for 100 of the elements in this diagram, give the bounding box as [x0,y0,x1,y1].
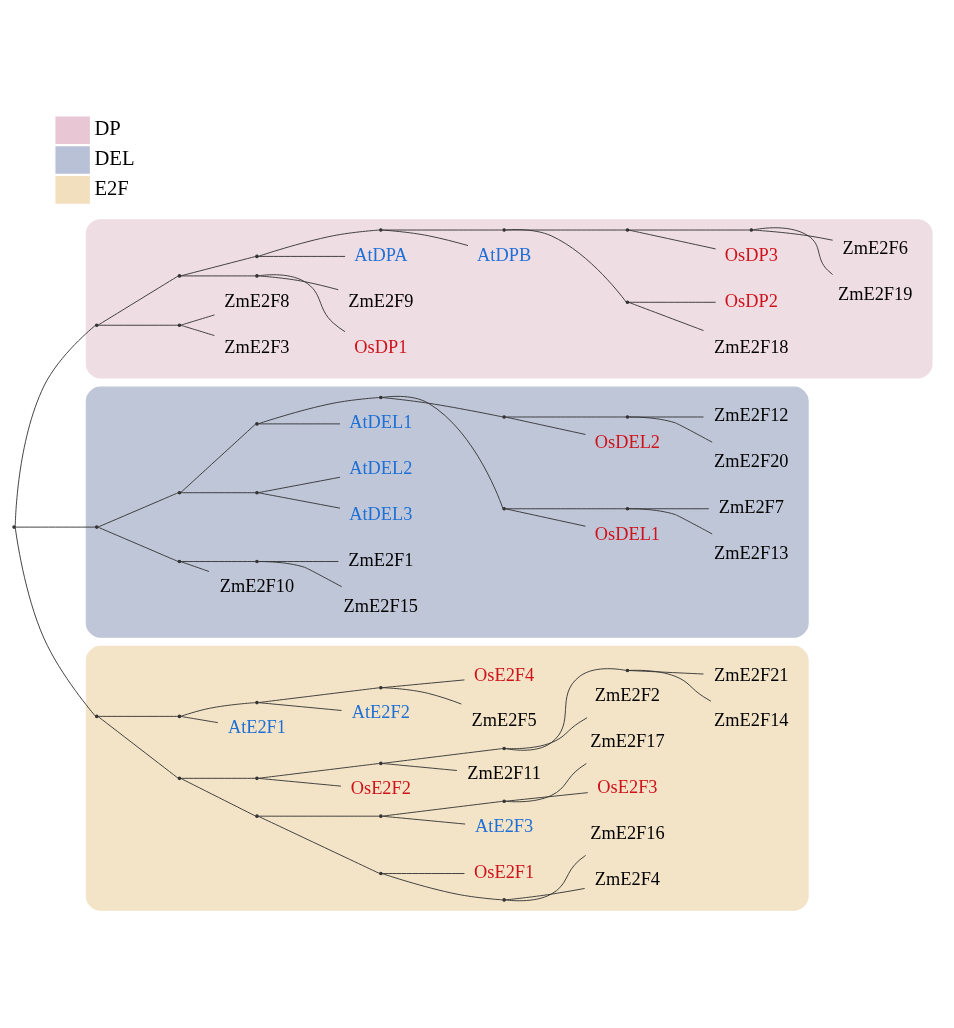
node-point [749,227,754,232]
node-text: ZmE2F18 [714,336,789,357]
connector [628,669,712,702]
connector [97,324,179,326]
node-point [625,414,630,419]
node-text: OsDP1 [354,336,408,357]
node-point [625,227,630,232]
node-point [255,254,259,258]
connector [628,229,751,230]
node-text: AtDEL2 [349,457,413,478]
connector [381,872,504,900]
node-point [177,714,182,718]
node-point [255,776,259,780]
connector [258,686,380,703]
connector [97,715,179,717]
node-text: AtDEL3 [349,503,413,524]
connector [257,229,380,257]
connector [752,226,834,275]
connector [180,560,210,572]
node-text: ZmE2F15 [343,595,419,616]
connector [381,800,504,817]
connector [628,416,704,417]
connector [258,422,341,424]
connector [97,275,179,326]
node-point [255,273,259,278]
connector [381,678,465,688]
connector [628,507,710,509]
connector [628,301,704,331]
node-point [625,506,630,511]
cluster [85,218,933,379]
node-point [502,746,506,750]
connector [15,526,96,528]
node-text: OsE2F2 [350,777,411,798]
connector [505,667,627,751]
connector [97,491,179,527]
connector [381,395,504,509]
node-point [255,559,259,563]
connector [505,791,589,802]
node-point [255,421,259,426]
connector [180,777,257,779]
legend-label: DP [94,116,121,139]
connector [628,416,713,443]
node-point [94,714,99,718]
node-text: AtE2F1 [227,716,286,737]
connector [505,416,627,417]
node-text: AtE2F2 [351,701,410,722]
node-text: ZmE2F20 [714,450,789,471]
connector [505,228,627,303]
connector [14,526,96,717]
node-text: ZmE2F3 [224,336,290,357]
node-text: OsDEL1 [594,523,661,544]
node-text: ZmE2F16 [590,822,665,843]
node-point [379,685,383,689]
node-text: OsDP2 [724,290,778,311]
connector [505,507,627,509]
node-text: ZmE2F4 [594,868,661,889]
connector [180,313,215,326]
node-point [379,227,383,232]
node-point [502,227,506,232]
connector [381,747,504,764]
node-point [94,322,99,327]
node-point [12,524,16,529]
connector [258,762,380,779]
node-point [379,761,383,765]
legend-label: DEL [94,146,135,169]
connector [505,229,627,230]
connector [505,887,586,900]
connector [628,301,717,303]
connector [257,396,380,424]
connector [180,491,257,493]
connector [97,526,179,562]
node-point [177,322,182,327]
connector [258,701,343,711]
connector [381,686,462,704]
node-text: AtE2F3 [475,815,534,836]
node-text: OsE2F1 [474,861,535,882]
node-text: ZmE2F1 [348,549,414,570]
node-text: OsDEL2 [594,431,661,452]
connector [505,854,587,901]
connector [505,762,587,802]
connector [258,815,380,874]
connector [628,669,704,674]
node-text: AtDEL1 [349,411,413,432]
node-text: ZmE2F5 [471,709,537,730]
connector [258,255,346,257]
node-text: ZmE2F17 [590,730,665,751]
cluster [85,645,809,911]
node-point [502,897,506,902]
connector [97,715,179,779]
node-text: ZmE2F12 [714,404,789,425]
node-point [255,490,259,494]
connector [258,476,341,493]
node-point [255,700,259,704]
connector [381,762,458,771]
connector [180,324,215,336]
node-text: ZmE2F8 [224,290,290,311]
node-point [502,506,506,511]
node-point [177,559,182,563]
connector [180,715,219,723]
connector [505,507,586,527]
